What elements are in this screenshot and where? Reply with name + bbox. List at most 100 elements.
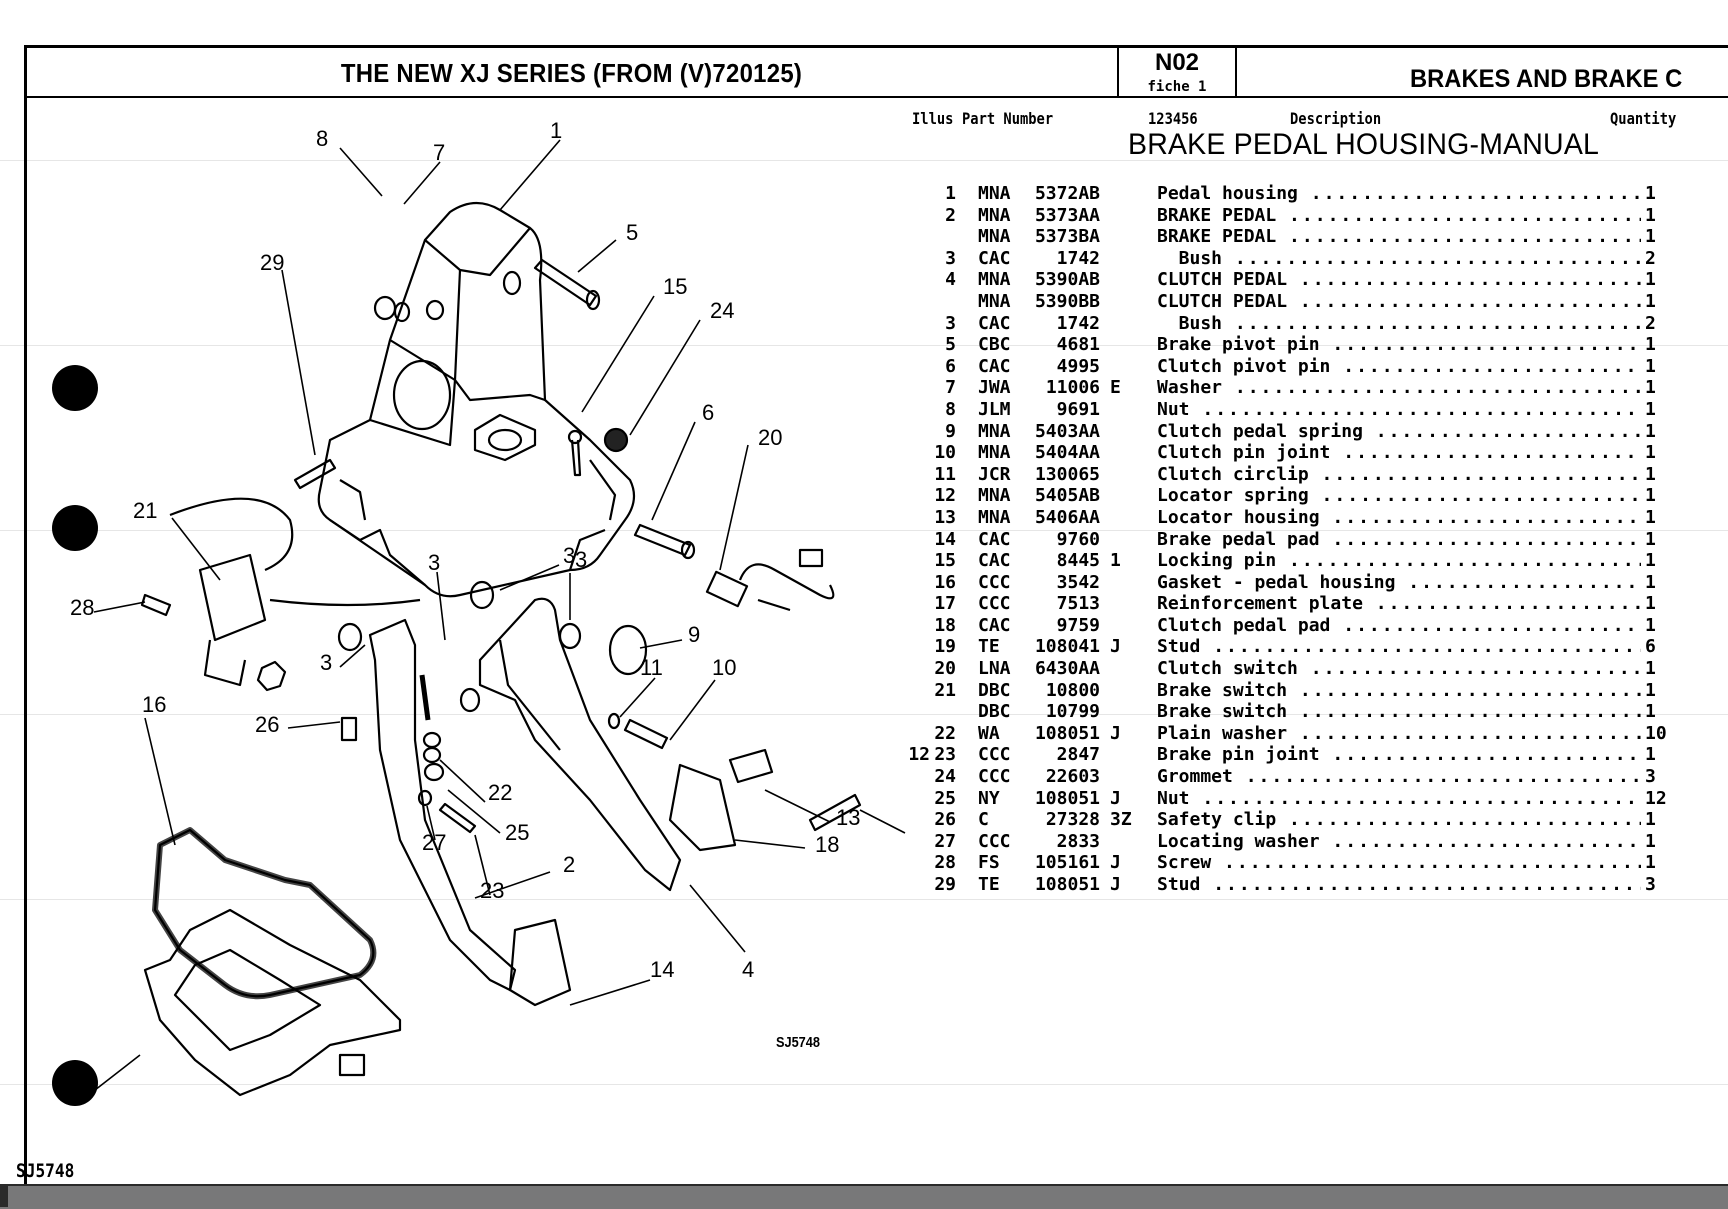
diagram-callout: 9 bbox=[688, 622, 700, 647]
brake-pivot-pin-part bbox=[533, 258, 601, 311]
diagram-callout: 7 bbox=[433, 140, 445, 165]
part-description: Locator housing ........................… bbox=[1157, 507, 1641, 529]
part-description-text: Brake pin joint bbox=[1157, 744, 1320, 766]
part-quantity: 1 bbox=[1645, 485, 1656, 507]
illus-number: 5 bbox=[945, 334, 956, 356]
part-quantity: 1 bbox=[1645, 398, 1656, 420]
brake-pin-joint-part bbox=[438, 802, 477, 834]
illus-number: 1 bbox=[945, 183, 956, 204]
screw-part bbox=[140, 593, 172, 617]
plain-washer-part bbox=[422, 746, 442, 764]
brake-switch-part bbox=[169, 497, 421, 687]
part-description-text: Locking pin bbox=[1157, 550, 1277, 572]
part-number: 9691 bbox=[1056, 398, 1100, 420]
part-description-text: Pedal housing bbox=[1157, 183, 1298, 204]
part-number: 2847 bbox=[1056, 744, 1100, 766]
part-description: Screw ..................................… bbox=[1157, 852, 1641, 874]
part-description: Locating washer ........................… bbox=[1157, 831, 1641, 853]
part-description: Locking pin ............................… bbox=[1157, 550, 1641, 572]
illus-number: 19 bbox=[934, 636, 956, 658]
illus-number: 26 bbox=[934, 809, 956, 831]
part-description-text: CLUTCH PEDAL bbox=[1157, 290, 1288, 312]
part-suffix: J bbox=[1110, 874, 1121, 895]
leader-dots: ........................................… bbox=[1213, 636, 1641, 658]
part-description: Brake switch ...........................… bbox=[1157, 680, 1641, 702]
part-number: 5390AB bbox=[1034, 269, 1100, 291]
part-prefix: MNA bbox=[978, 442, 1011, 464]
illus-number: 23 bbox=[934, 744, 956, 766]
page-reference: SJ5748 bbox=[16, 1160, 75, 1182]
diagram-callout: 28 bbox=[70, 595, 94, 620]
part-prefix: MNA bbox=[978, 183, 1011, 204]
part-quantity: 6 bbox=[1645, 636, 1656, 658]
illus-number: 22 bbox=[934, 722, 956, 744]
part-description: Reinforcement plate ....................… bbox=[1157, 593, 1641, 615]
part-number: 3542 bbox=[1056, 571, 1100, 593]
part-description: Washer .................................… bbox=[1157, 377, 1641, 399]
gasket-part bbox=[152, 827, 377, 1000]
part-description: Stud ...................................… bbox=[1157, 874, 1641, 896]
reinforcement-plate-part bbox=[143, 908, 402, 1097]
part-description-text: Washer bbox=[1157, 377, 1223, 399]
part-prefix: C bbox=[978, 809, 989, 831]
plain-washer-part bbox=[422, 731, 442, 749]
part-quantity: 1 bbox=[1645, 355, 1656, 377]
illus-number: 9 bbox=[945, 420, 956, 442]
part-description: Brake pin joint ........................… bbox=[1157, 744, 1641, 766]
leader-dots: ........................................… bbox=[1245, 766, 1641, 788]
locating-washer-part bbox=[417, 789, 433, 807]
part-prefix: DBC bbox=[978, 701, 1011, 723]
part-description-text: Stud bbox=[1157, 636, 1201, 658]
leader-dots: ........................................… bbox=[1289, 550, 1641, 572]
part-description-text: Reinforcement plate bbox=[1157, 593, 1363, 615]
part-description: CLUTCH PEDAL ...........................… bbox=[1157, 291, 1641, 313]
diagram-callout: 8 bbox=[316, 126, 328, 151]
part-description: Locator spring .........................… bbox=[1157, 485, 1641, 507]
frame-border-left bbox=[24, 46, 27, 1186]
bush-part bbox=[558, 622, 582, 650]
part-number: 108051 bbox=[1034, 787, 1100, 809]
part-description: Clutch circlip .........................… bbox=[1157, 464, 1641, 486]
part-prefix: CAC bbox=[978, 528, 1011, 550]
part-suffix: J bbox=[1110, 852, 1121, 874]
part-quantity: 1 bbox=[1645, 593, 1656, 615]
header-cell-divider bbox=[1235, 46, 1237, 98]
illus-number: 20 bbox=[934, 658, 956, 680]
group-code: N02 bbox=[1154, 49, 1200, 76]
part-number: 5372AB bbox=[1034, 183, 1100, 204]
part-description-text: Brake switch bbox=[1157, 701, 1288, 723]
leader-dots: ........................................… bbox=[1332, 830, 1641, 852]
leader-dots: ........................................… bbox=[1408, 571, 1641, 593]
part-description-text: Screw bbox=[1157, 852, 1212, 874]
diagram-reference: SJ5748 bbox=[776, 1034, 820, 1051]
leader-dots: ........................................… bbox=[1310, 658, 1641, 680]
leader-dots: ........................................… bbox=[1289, 809, 1641, 831]
leader-dots: ........................................… bbox=[1234, 247, 1641, 269]
header-divider bbox=[24, 96, 1728, 98]
scan-line bbox=[0, 1084, 1728, 1085]
diagram-callout: 10 bbox=[712, 655, 736, 680]
part-prefix: JLM bbox=[978, 398, 1011, 420]
leader-dots: ........................................… bbox=[1343, 614, 1641, 636]
diagram-callout: 3 bbox=[428, 550, 440, 575]
diagram-callout: 5 bbox=[626, 220, 638, 245]
part-prefix: FS bbox=[978, 852, 1000, 874]
part-suffix: 1 bbox=[1110, 550, 1121, 572]
part-description: Gasket - pedal housing .................… bbox=[1157, 572, 1641, 594]
leader-dots: ........................................… bbox=[1375, 420, 1641, 442]
illus-number: 3 bbox=[945, 247, 956, 269]
part-quantity: 1 bbox=[1645, 183, 1656, 204]
diagram-callout: 13 bbox=[836, 805, 860, 830]
part-description: Clutch pivot pin .......................… bbox=[1157, 356, 1641, 378]
part-number: 6430AA bbox=[1034, 658, 1100, 680]
part-prefix: CAC bbox=[978, 355, 1011, 377]
column-header-quantity: Quantity bbox=[1610, 109, 1677, 128]
part-quantity: 1 bbox=[1645, 269, 1656, 291]
clutch-switch-part bbox=[705, 548, 835, 612]
